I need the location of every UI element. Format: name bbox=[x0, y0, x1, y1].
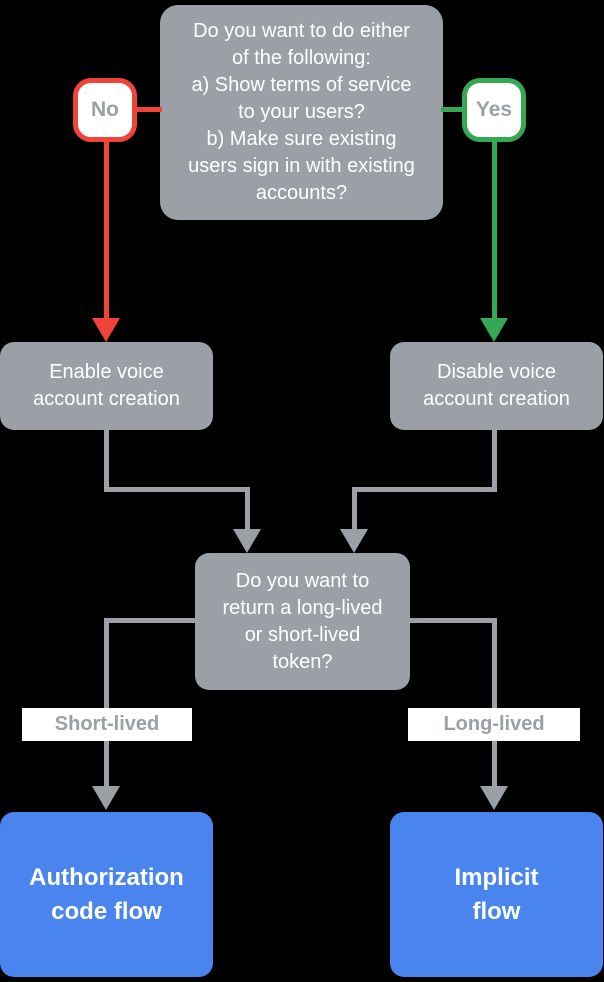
edge-long-vertical bbox=[492, 618, 497, 786]
edge-no-horizontal bbox=[135, 107, 162, 112]
short-lived-label-text: Short-lived bbox=[54, 713, 160, 735]
decision-node-token-text: Do you want to return a long-lived or sh… bbox=[222, 569, 383, 673]
authorization-code-flow-node: Authorization code flow bbox=[0, 812, 213, 977]
edge-enable-down bbox=[104, 430, 109, 492]
disable-voice-node-text: Disable voice account creation bbox=[423, 361, 570, 410]
edge-enable-into-question bbox=[245, 487, 250, 531]
edge-long-horizontal bbox=[410, 618, 497, 623]
edge-yes-horizontal bbox=[441, 107, 463, 112]
edge-enable-across bbox=[104, 487, 250, 492]
edge-disable-across bbox=[352, 487, 497, 492]
no-badge: No bbox=[73, 78, 137, 142]
long-branch-arrowhead-icon bbox=[480, 786, 508, 810]
implicit-flow-node: Implicit flow bbox=[390, 812, 603, 977]
yes-badge: Yes bbox=[462, 78, 526, 142]
enable-arrowhead-icon bbox=[233, 529, 261, 553]
short-branch-arrowhead-icon bbox=[92, 786, 120, 810]
no-badge-label: No bbox=[91, 98, 119, 121]
short-lived-label: Short-lived bbox=[22, 708, 192, 741]
enable-voice-node: Enable voice account creation bbox=[0, 342, 213, 430]
disable-voice-node: Disable voice account creation bbox=[390, 342, 603, 430]
enable-voice-node-text: Enable voice account creation bbox=[33, 361, 180, 410]
edge-disable-down bbox=[492, 430, 497, 492]
yes-badge-label: Yes bbox=[475, 98, 513, 121]
no-branch-arrowhead-icon bbox=[92, 318, 120, 342]
decision-node-token: Do you want to return a long-lived or sh… bbox=[195, 553, 410, 690]
edge-yes-vertical bbox=[492, 140, 497, 320]
authorization-code-flow-text: Authorization code flow bbox=[29, 863, 184, 925]
implicit-flow-text: Implicit flow bbox=[454, 863, 539, 925]
edge-short-vertical bbox=[104, 618, 109, 786]
decision-node-root: Do you want to do either of the followin… bbox=[160, 5, 443, 220]
decision-node-root-text: Do you want to do either of the followin… bbox=[188, 20, 415, 204]
disable-arrowhead-icon bbox=[340, 529, 368, 553]
yes-branch-arrowhead-icon bbox=[480, 318, 508, 342]
edge-no-vertical bbox=[104, 140, 109, 320]
long-lived-label: Long-lived bbox=[408, 708, 580, 741]
edge-disable-into-question bbox=[352, 487, 357, 531]
long-lived-label-text: Long-lived bbox=[443, 713, 545, 735]
edge-short-horizontal bbox=[104, 618, 195, 623]
